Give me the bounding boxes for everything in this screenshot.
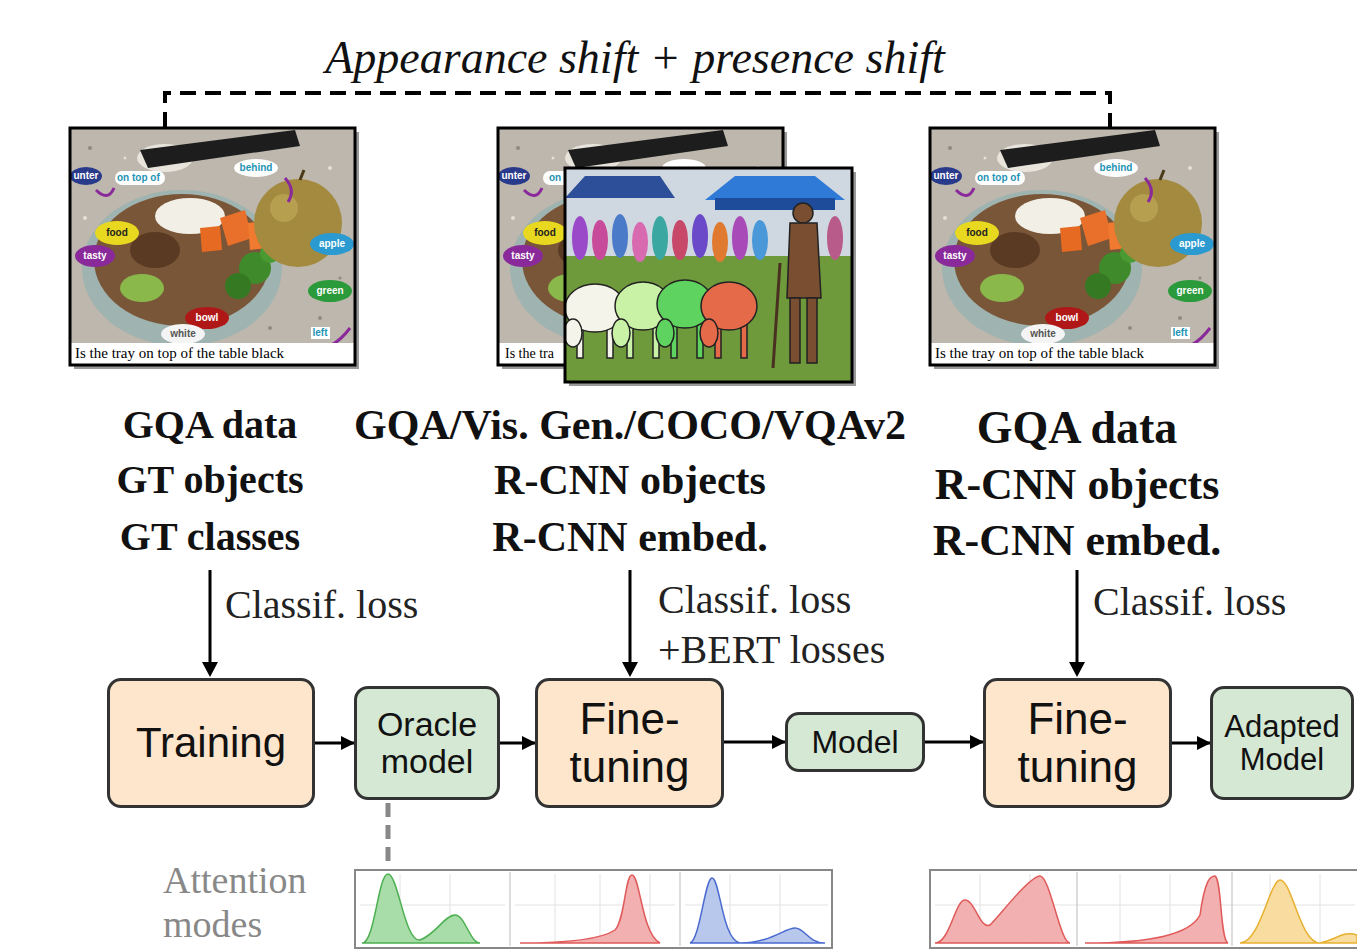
flow-arrow <box>315 742 354 745</box>
dashed-bracket <box>165 93 1110 128</box>
image-tag: behind <box>240 162 273 174</box>
image-tag: apple <box>319 238 345 250</box>
image-caption: Is the tray on top of the table black <box>935 345 1144 362</box>
box-text: Oracle model <box>365 706 489 779</box>
image-caption: Is the tra <box>505 346 554 362</box>
photo-frame <box>565 168 852 382</box>
process-box: Fine-tuning <box>535 678 724 808</box>
column-heading: GQA data <box>123 402 297 448</box>
flow-arrow <box>925 741 983 744</box>
model-box: Model <box>785 712 925 772</box>
image-tag: tasty <box>943 250 966 262</box>
column-heading: R-CNN embed. <box>933 516 1221 567</box>
process-box: Training <box>107 678 315 808</box>
column-heading: R-CNN objects <box>494 456 766 504</box>
gqa-photo <box>70 128 355 365</box>
attention-chart <box>355 870 1357 948</box>
box-text: Adapted Model <box>1221 710 1343 777</box>
image-tag: on top of <box>977 172 1020 184</box>
image-tag: green <box>316 285 343 297</box>
image-tag: tasty <box>511 250 534 262</box>
process-box: Fine-tuning <box>983 678 1172 808</box>
column-heading: GT classes <box>120 514 300 560</box>
flow-arrow <box>500 742 535 745</box>
image-tag: food <box>534 227 556 239</box>
image-caption: Is the tray on top of the table black <box>75 345 284 362</box>
image-tag: bowl <box>1056 312 1079 324</box>
column-heading: R-CNN embed. <box>492 513 767 561</box>
photo-frame <box>930 128 1215 365</box>
image-tag: green <box>1176 285 1203 297</box>
flow-arrow <box>724 741 785 744</box>
image-tag: on top of <box>117 172 160 184</box>
image-tag: tasty <box>83 250 106 262</box>
image-tag: bowl <box>196 312 219 324</box>
image-tag: food <box>966 227 988 239</box>
model-box: Adapted Model <box>1210 686 1354 800</box>
image-tag: on <box>547 172 563 184</box>
loss-label: +BERT losses <box>658 627 885 673</box>
image-tag: unter <box>502 170 527 182</box>
column-heading: GQA/Vis. Gen./COCO/VQAv2 <box>354 401 906 449</box>
model-box: Oracle model <box>354 686 500 800</box>
photo-frame <box>70 128 355 365</box>
title: Appearance shift + presence shift <box>319 32 951 85</box>
column-heading: R-CNN objects <box>935 460 1220 511</box>
image-tag: white <box>1030 328 1056 340</box>
box-text: Training <box>136 720 286 765</box>
box-text: Fine-tuning <box>546 695 713 790</box>
loss-label: Classif. loss <box>658 577 851 623</box>
image-tag: apple <box>1179 238 1205 250</box>
image-tag: unter <box>934 170 959 182</box>
column-heading: GT objects <box>116 457 303 503</box>
box-text: Fine-tuning <box>994 695 1161 790</box>
chart-note: Attention modes <box>163 858 343 946</box>
loss-label: Classif. loss <box>1093 579 1286 625</box>
input-arrows <box>202 570 1085 677</box>
loss-label: Classif. loss <box>225 582 418 628</box>
column-heading: GQA data <box>977 402 1178 455</box>
image-tag: left <box>311 327 330 339</box>
image-tag: behind <box>1100 162 1133 174</box>
gqa-photo <box>930 128 1215 365</box>
flow-arrow <box>1172 742 1210 745</box>
image-tag: white <box>170 328 196 340</box>
dashed-link <box>386 803 391 868</box>
image-tag: unter <box>74 170 99 182</box>
image-tag: food <box>106 227 128 239</box>
box-text: Model <box>811 725 898 760</box>
image-tag: left <box>1171 327 1190 339</box>
coco-photo <box>564 168 852 382</box>
